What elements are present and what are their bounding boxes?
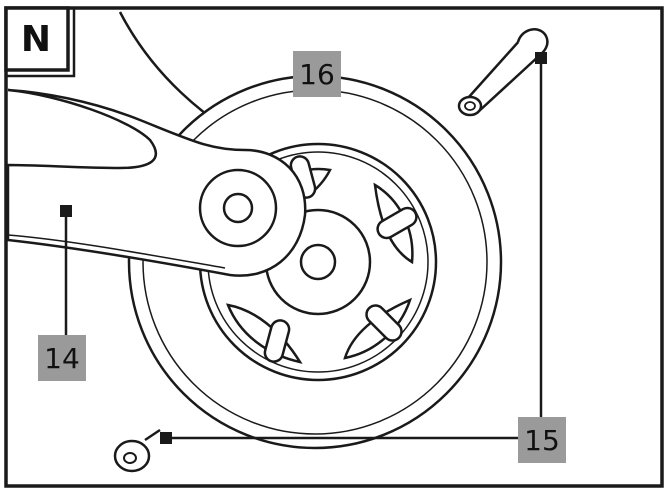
callout-14: 14 — [38, 335, 86, 381]
step-badge — [4, 6, 76, 78]
diagram-frame — [4, 6, 664, 488]
callout-16: 16 — [293, 51, 341, 97]
step-letter: N — [20, 18, 52, 60]
axle-bolt — [457, 28, 549, 117]
axle-nut — [113, 428, 161, 473]
leader-lines — [60, 52, 547, 444]
callout-15: 15 — [518, 417, 566, 463]
axle-boss — [198, 168, 278, 248]
